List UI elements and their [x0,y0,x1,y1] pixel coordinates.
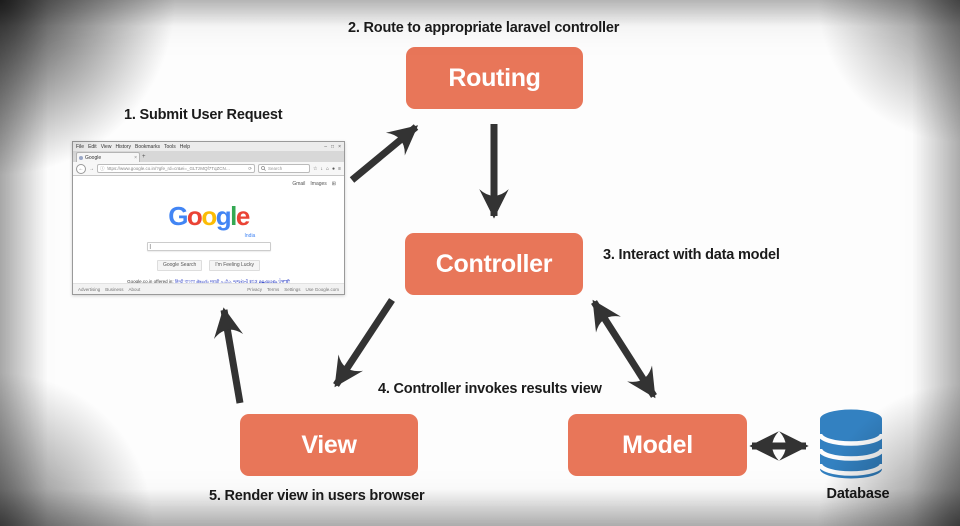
browser-window: File Edit View History Bookmarks Tools H… [72,141,345,295]
gmail-link[interactable]: Gmail [292,181,306,187]
feeling-lucky-button[interactable]: I'm Feeling Lucky [209,260,261,271]
google-header-links: Gmail Images ⊞ [292,181,336,187]
google-search-button[interactable]: Google Search [156,260,203,271]
tab-close-icon[interactable]: × [134,154,137,161]
shield-icon[interactable]: ● [332,165,336,172]
advertising-link[interactable]: Advertising [78,286,101,292]
window-controls: – □ × [324,144,341,150]
browser-menubar: File Edit View History Bookmarks Tools H… [73,142,344,151]
minimize-icon[interactable]: – [324,143,328,150]
menu-edit[interactable]: Edit [88,143,97,150]
step1-label: 1. Submit User Request [124,107,283,123]
toolbar-icons: ☆ ↓ ⌂ ● ≡ [313,166,341,172]
arrow-browser-to-routing [349,124,419,183]
arrow-controller-model-bidirectional [591,299,657,399]
google-country-label: India [244,233,256,239]
browser-content: Gmail Images ⊞ Google India | Google Sea… [73,176,344,294]
settings-link[interactable]: Settings [284,286,301,292]
download-icon[interactable]: ↓ [320,165,324,172]
apps-grid-icon[interactable]: ⊞ [331,181,336,187]
google-logo: Google India [73,201,344,239]
menu-view[interactable]: View [100,143,112,150]
arrow-view-to-browser [214,307,244,404]
images-link[interactable]: Images [310,181,327,187]
hamburger-menu-icon[interactable]: ≡ [338,165,341,172]
database-label: Database [826,486,890,502]
step4-label: 4. Controller invokes results view [378,381,602,397]
routing-node: Routing [406,47,583,109]
site-info-icon[interactable]: ⓘ [100,165,105,171]
text-cursor: | [149,243,151,250]
address-bar[interactable]: ⓘ https://www.google.co.in/?gfe_rd=cr&ei… [97,164,256,173]
new-tab-button[interactable]: + [142,154,146,160]
menu-help[interactable]: Help [179,143,190,150]
menu-bookmarks[interactable]: Bookmarks [135,143,161,150]
tab-title: Google [85,154,102,161]
business-link[interactable]: Business [105,286,124,292]
bookmark-star-icon[interactable]: ☆ [313,165,318,172]
browser-tab-google[interactable]: Google × [76,152,140,162]
google-footer: Advertising Business About Privacy Terms… [73,283,344,294]
arrow-controller-to-view [333,298,395,388]
model-node: Model [568,414,747,476]
logo-letter: e [235,201,250,231]
privacy-link[interactable]: Privacy [247,286,262,292]
maximize-icon[interactable]: □ [331,143,335,150]
menu-tools[interactable]: Tools [164,143,176,150]
view-node: View [240,414,418,476]
browser-navbar: ← → ⓘ https://www.google.co.in/?gfe_rd=c… [73,162,344,176]
logo-letter: o [186,201,203,231]
use-google-com-link[interactable]: Use Google.com [305,286,339,292]
google-buttons: Google Search I'm Feeling Lucky [73,260,344,271]
tab-favicon-icon [79,155,83,160]
google-search-input[interactable]: | [146,242,271,251]
about-link[interactable]: About [128,286,141,292]
logo-letter: G [168,201,188,231]
reload-icon[interactable]: ⟳ [248,165,253,171]
step3-label: 3. Interact with data model [603,247,780,263]
step2-label: 2. Route to appropriate laravel controll… [348,20,620,36]
close-icon[interactable]: × [338,143,341,150]
controller-node: Controller [405,233,583,295]
browser-tabbar: Google × + [73,151,344,162]
forward-icon[interactable]: → [89,165,94,172]
terms-link[interactable]: Terms [266,286,280,292]
search-placeholder: Search [268,166,283,171]
url-text: https://www.google.co.in/?gfe_rd=cr&ei=_… [106,166,231,171]
logo-letter: g [215,201,232,231]
search-icon [261,166,266,171]
database-icon [818,409,884,479]
menu-history[interactable]: History [115,143,131,150]
home-icon[interactable]: ⌂ [326,165,330,172]
logo-letter: o [201,201,217,231]
step5-label: 5. Render view in users browser [209,488,425,504]
back-icon[interactable]: ← [76,163,86,174]
menu-file[interactable]: File [76,143,85,150]
browser-search-field[interactable]: Search [258,164,311,173]
